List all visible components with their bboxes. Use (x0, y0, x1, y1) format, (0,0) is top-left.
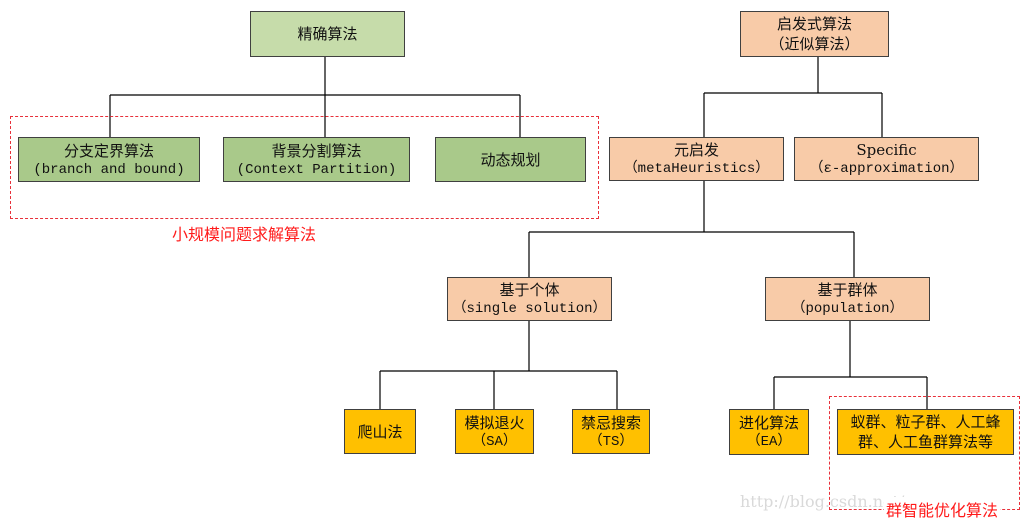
branch-and-bound-node[interactable]: 分支定界算法 (branch and bound) (18, 137, 200, 182)
dp-label: 动态规划 (480, 150, 541, 169)
sa-sub: （SA） (472, 433, 517, 450)
specific-sub: （ε-approximation） (809, 161, 964, 177)
context-sub: (Context Partition) (236, 161, 397, 178)
bnb-sub: (branch and bound) (33, 161, 185, 178)
specific-label: Specific (856, 141, 917, 159)
swarm-group-label: 群智能优化算法 (884, 497, 1001, 521)
simulated-annealing-node[interactable]: 模拟退火 （SA） (455, 409, 534, 454)
bnb-label: 分支定界算法 (63, 141, 154, 160)
heuristic-label: 启发式算法 (776, 15, 852, 33)
swarm-label: 蚁群、粒子群、人工蜂群、人工鱼群算法等 (850, 413, 1001, 451)
context-partition-node[interactable]: 背景分割算法 (Context Partition) (223, 137, 410, 182)
specific-node[interactable]: Specific （ε-approximation） (794, 137, 979, 181)
watermark-text: http://blog.csdn.net/ (740, 492, 905, 511)
small-scale-group-label: 小规模问题求解算法 (172, 225, 317, 244)
ea-sub: （EA） (746, 434, 792, 450)
exact-algorithm-node[interactable]: 精确算法 (250, 11, 405, 57)
context-label: 背景分割算法 (271, 141, 362, 160)
heuristic-sub: （近似算法） (769, 35, 860, 53)
tabu-search-node[interactable]: 禁忌搜索 （TS） (572, 409, 650, 454)
exact-label: 精确算法 (297, 25, 358, 43)
heuristic-algorithm-node[interactable]: 启发式算法 （近似算法） (740, 11, 889, 57)
ts-label: 禁忌搜索 (580, 413, 641, 432)
population-node[interactable]: 基于群体 （population） (765, 277, 930, 321)
small-scale-group-box (10, 116, 599, 219)
single-sub: （single solution） (452, 301, 607, 317)
sa-label: 模拟退火 (464, 413, 525, 432)
swarm-algorithms-node[interactable]: 蚁群、粒子群、人工蜂群、人工鱼群算法等 (837, 409, 1014, 455)
evolutionary-algorithm-node[interactable]: 进化算法 （EA） (729, 409, 809, 455)
ts-sub: （TS） (588, 433, 634, 450)
population-sub: （population） (791, 301, 904, 317)
population-label: 基于群体 (817, 281, 878, 299)
single-solution-node[interactable]: 基于个体 （single solution） (447, 277, 612, 321)
hill-label: 爬山法 (357, 422, 403, 441)
hill-climbing-node[interactable]: 爬山法 (344, 409, 416, 454)
metaheuristics-node[interactable]: 元启发 （metaHeuristics） (609, 137, 784, 181)
meta-label: 元启发 (673, 141, 719, 159)
meta-sub: （metaHeuristics） (623, 161, 770, 177)
ea-label: 进化算法 (738, 414, 799, 432)
single-label: 基于个体 (499, 281, 560, 299)
dynamic-programming-node[interactable]: 动态规划 (435, 137, 586, 182)
